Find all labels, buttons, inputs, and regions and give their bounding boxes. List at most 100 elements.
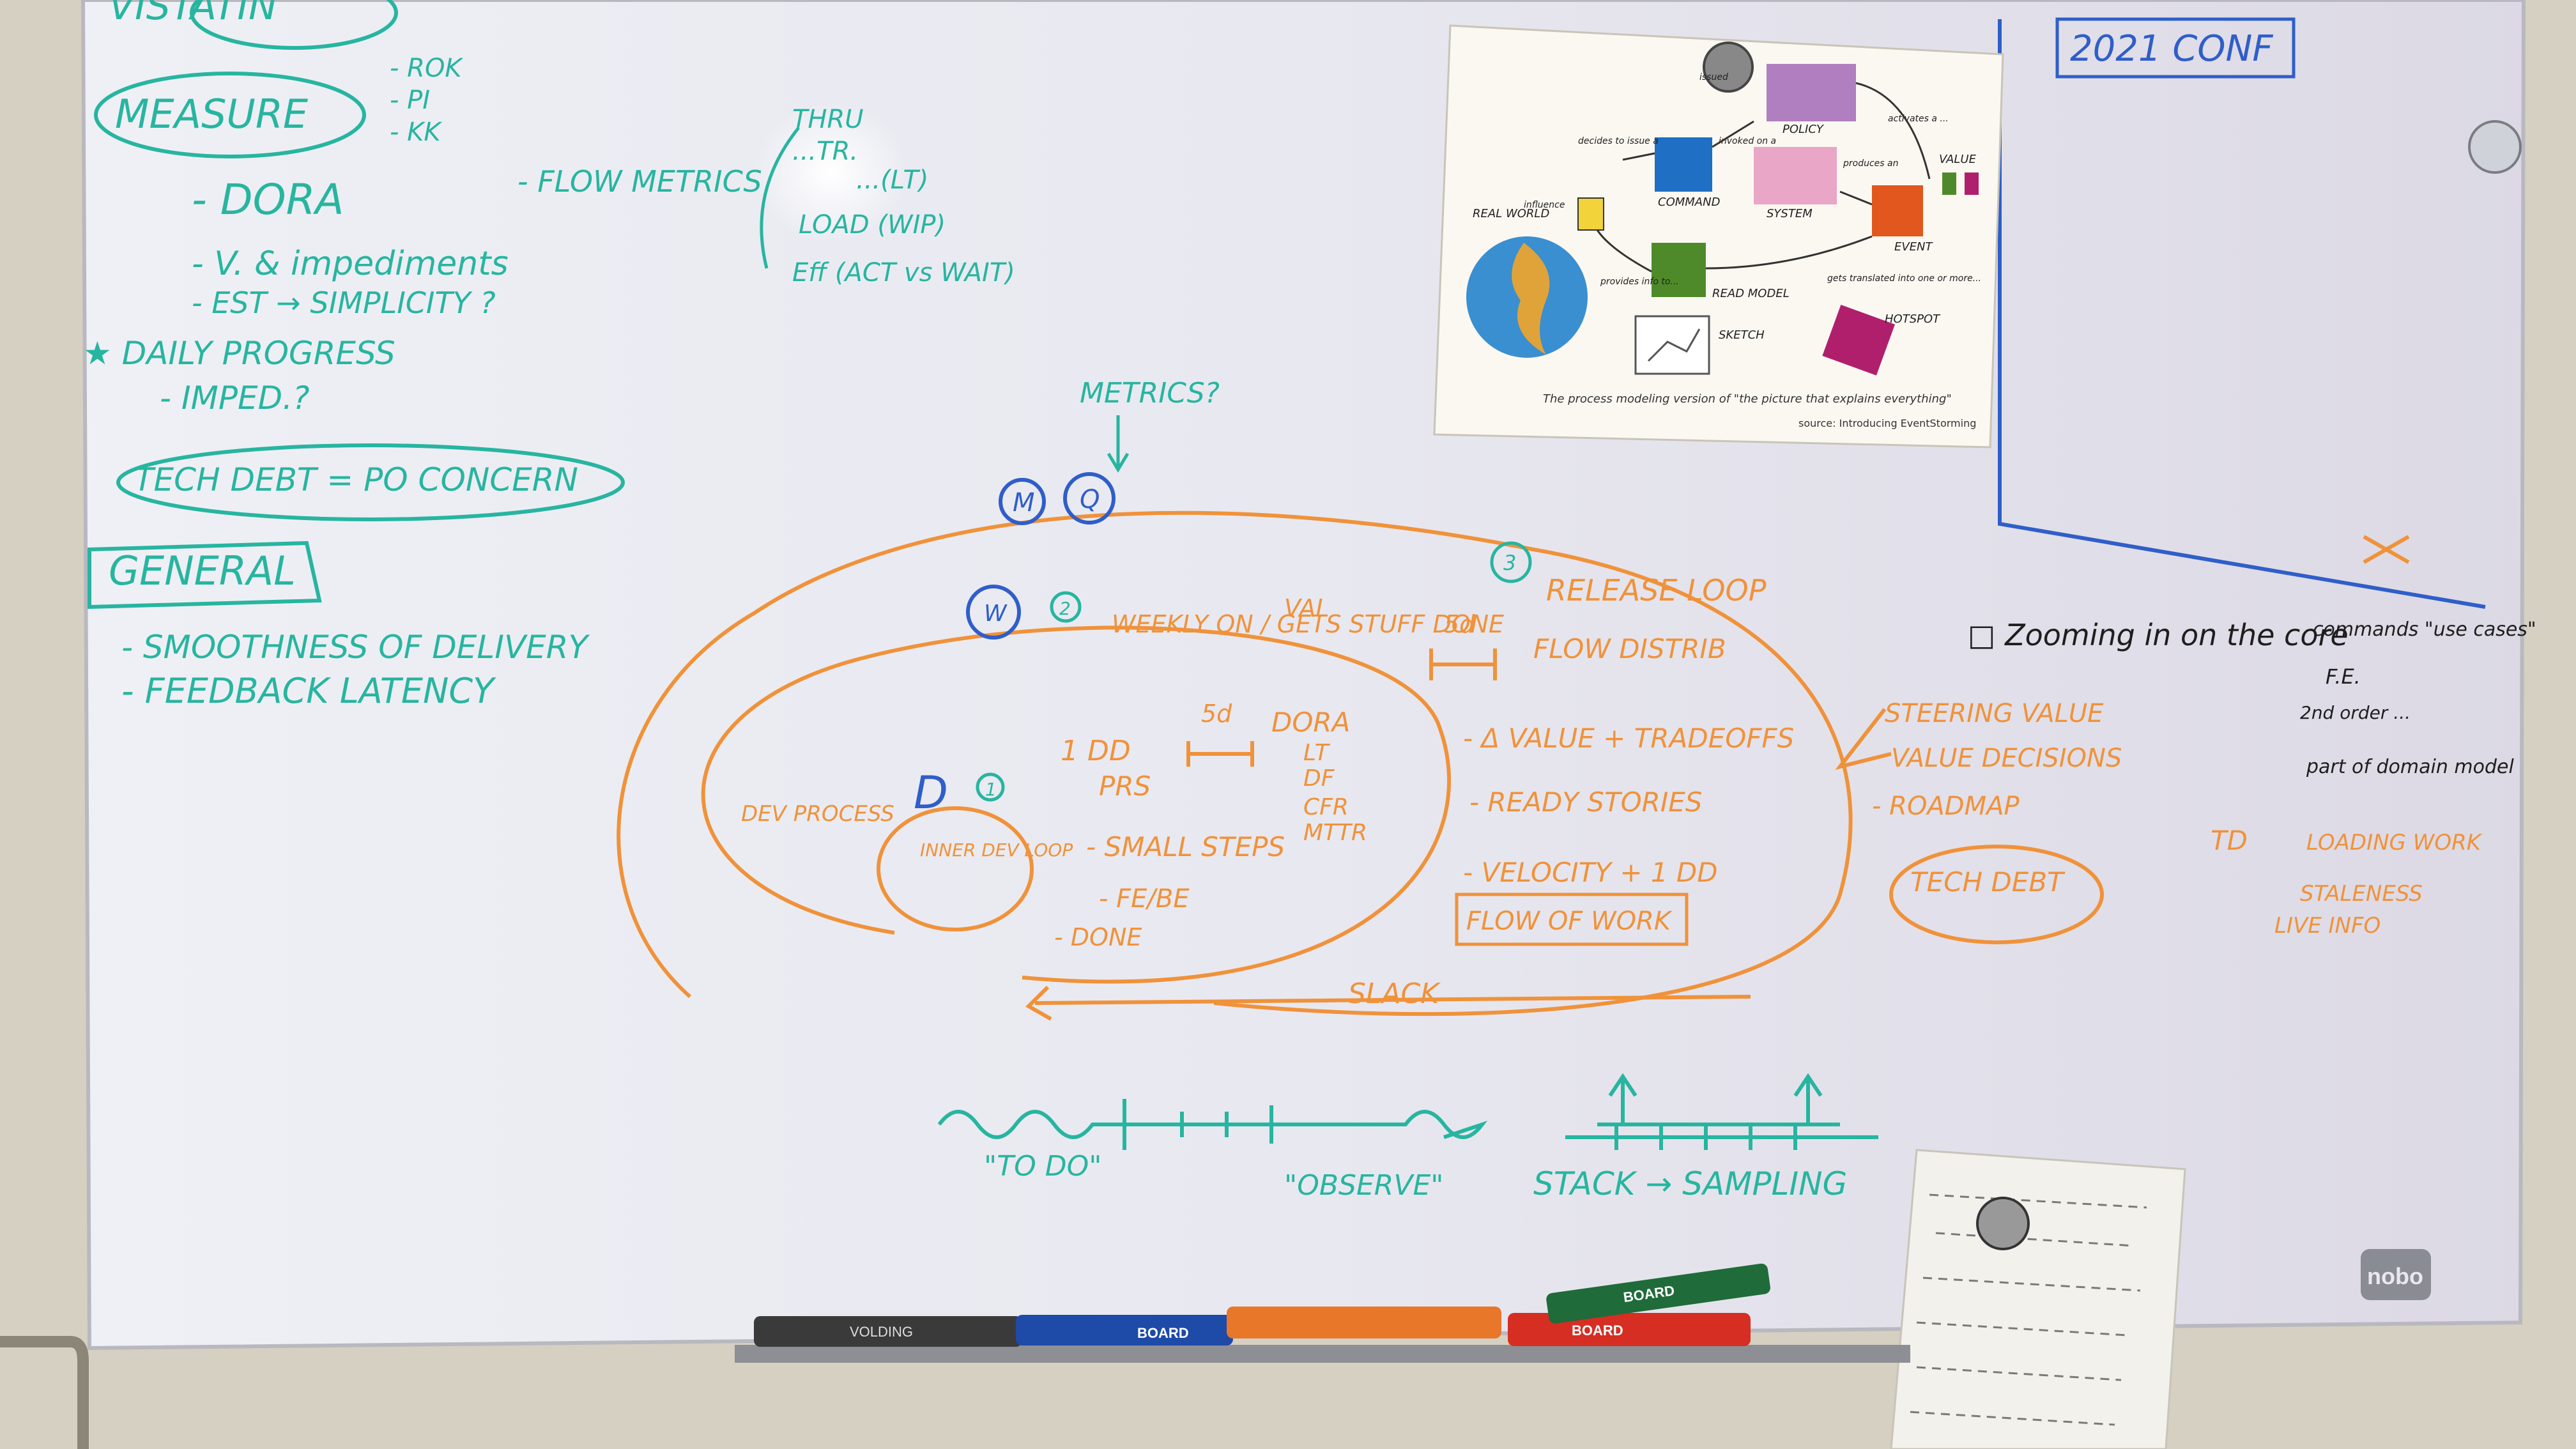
- black-marker: [754, 1316, 1022, 1347]
- core-sub: 2nd order ...: [2300, 702, 2411, 723]
- door-handle: [0, 1336, 89, 1449]
- policy-sticky: [1767, 64, 1856, 121]
- poster-caption: The process modeling version of "the pic…: [1543, 392, 1952, 406]
- stack-sampling: STACK → SAMPLING: [1533, 1165, 1847, 1202]
- system-label: SYSTEM: [1767, 207, 1813, 220]
- slack: SLACK: [1348, 977, 1441, 1010]
- green-marker: [1546, 1263, 1770, 1324]
- one-dd: 1 DD: [1061, 735, 1131, 767]
- real-world-label: REAL WORLD: [1473, 207, 1549, 220]
- translated-label: gets translated into one or more...: [1827, 273, 1981, 284]
- dev-process: DEV PROCESS: [741, 801, 894, 827]
- prs: PRS: [1099, 770, 1151, 802]
- observe-label: "OBSERVE": [1284, 1169, 1444, 1202]
- red-marker: [1508, 1313, 1751, 1346]
- poster-source: source: Introducing EventStorming: [1798, 417, 1976, 429]
- val-label: VAL: [1284, 594, 1330, 622]
- command-label: COMMAND: [1658, 195, 1720, 209]
- w-label: W: [984, 601, 1008, 627]
- orange-marker: [1227, 1307, 1501, 1338]
- measure-item: - ROK: [390, 54, 463, 83]
- marker-label: BOARD: [1572, 1322, 1623, 1338]
- dora-lt: LT: [1303, 740, 1331, 766]
- teal-notes: VISTATIN MEASURE - ROK - PI - KK - DORA …: [83, 0, 1878, 1202]
- ready-stories: - READY STORIES: [1469, 786, 1702, 818]
- read-model-label: READ MODEL: [1712, 287, 1790, 300]
- policy-label: POLICY: [1782, 123, 1825, 136]
- core-sub: part of domain model: [2306, 756, 2514, 778]
- tech-debt-po: TECH DEBT = PO CONCERN: [134, 461, 578, 498]
- issued-label: issued: [1699, 72, 1728, 82]
- value-tradeoffs: - Δ VALUE + TRADEOFFS: [1463, 723, 1794, 754]
- num-1: 1: [985, 779, 997, 800]
- marker-tray: VOLDING BOARD BOARD BOARD: [735, 1263, 1910, 1363]
- magnet-icon: [1703, 42, 1754, 93]
- fe-be: - FE/BE: [1099, 884, 1190, 914]
- flow-item: LOAD (WIP): [799, 210, 946, 240]
- value-decisions: VALUE DECISIONS: [1891, 744, 2122, 773]
- small-steps: - SMALL STEPS: [1086, 831, 1285, 862]
- value-icon: [1965, 172, 1979, 195]
- dora-cfr: CFR: [1303, 794, 1349, 820]
- x-mark: [2363, 535, 2410, 564]
- steering-value: STEERING VALUE: [1885, 699, 2104, 728]
- invoked-label: invoked on a: [1719, 136, 1776, 146]
- measure-item: - KK: [390, 118, 442, 147]
- eventstorming-poster: POLICY COMMAND SYSTEM EVENT VALUE READ M…: [1433, 24, 2004, 448]
- measure-item: - PI: [390, 86, 430, 115]
- paper-note: [1890, 1149, 2186, 1449]
- sketch-label: SKETCH: [1719, 328, 1765, 342]
- impediments-item: - V. & impediments: [192, 245, 509, 283]
- marker-label: BOARD: [1137, 1325, 1189, 1341]
- imped-item: - IMPED.?: [160, 379, 310, 417]
- produces-label: produces an: [1843, 158, 1898, 169]
- decides-label: decides to issue a: [1578, 136, 1659, 146]
- five-d-label: 5d: [1444, 610, 1475, 638]
- daily-progress: ★ DAILY PROGRESS: [83, 335, 395, 372]
- flow-item: THRU: [792, 105, 864, 134]
- hotspot-sticky: [1822, 305, 1895, 376]
- system-sticky: [1754, 147, 1837, 204]
- weekly-label: WEEKLY ON / GETS STUFF DONE: [1112, 610, 1504, 638]
- td-item: LOADING WORK: [2306, 830, 2483, 855]
- dora-label: DORA: [1271, 707, 1350, 738]
- general-heading: GENERAL: [109, 548, 296, 594]
- flow-metrics: - FLOW METRICS: [518, 164, 762, 199]
- blue-marker: [1016, 1315, 1233, 1346]
- inner-dev-loop: INNER DEV LOOP: [920, 839, 1073, 861]
- event-label: EVENT: [1894, 240, 1934, 254]
- todo-label: "TO DO": [984, 1150, 1102, 1183]
- roadmap: - ROADMAP: [1872, 792, 2020, 821]
- dora-df: DF: [1303, 765, 1335, 792]
- influence-label: influence: [1524, 200, 1565, 210]
- weekly-loop: [701, 625, 1452, 984]
- black-notes: □ Zooming in on the core commands "use c…: [1968, 618, 2536, 778]
- magnet-icon: [2468, 120, 2522, 174]
- core-sub: commands "use cases": [2313, 618, 2536, 641]
- td-item: STALENESS: [2300, 881, 2423, 907]
- dora-item: - DORA: [192, 175, 344, 224]
- general-item: - SMOOTHNESS OF DELIVERY: [121, 629, 590, 666]
- marker-label: VOLDING: [850, 1324, 913, 1340]
- est-item: - EST → SIMPLICITY ?: [192, 286, 496, 320]
- five-d-small: 5d: [1201, 700, 1232, 728]
- activates-label: activates a ...: [1888, 114, 1949, 124]
- general-item: - FEEDBACK LATENCY: [121, 671, 496, 711]
- user-sticky: [1577, 197, 1604, 231]
- metrics-question: METRICS?: [1080, 377, 1220, 410]
- release-loop-label: RELEASE LOOP: [1546, 573, 1767, 608]
- read-model-sticky: [1652, 243, 1706, 297]
- command-sticky: [1655, 137, 1712, 192]
- measure-heading: MEASURE: [115, 91, 309, 137]
- brand-logo: nobo: [2361, 1249, 2431, 1300]
- dora-mttr: MTTR: [1303, 820, 1367, 846]
- todo-timeline: [937, 1110, 1488, 1139]
- m-label: M: [1013, 488, 1035, 518]
- d-label: D: [914, 767, 948, 819]
- velocity: - VELOCITY + 1 DD: [1463, 857, 1718, 888]
- conf-label: 2021 CONF: [2070, 28, 2273, 70]
- orange-loops: RELEASE LOOP WEEKLY ON / GETS STUFF DONE…: [617, 510, 2483, 1021]
- core-sub: F.E.: [2326, 664, 2361, 689]
- value-icon: [1942, 172, 1956, 195]
